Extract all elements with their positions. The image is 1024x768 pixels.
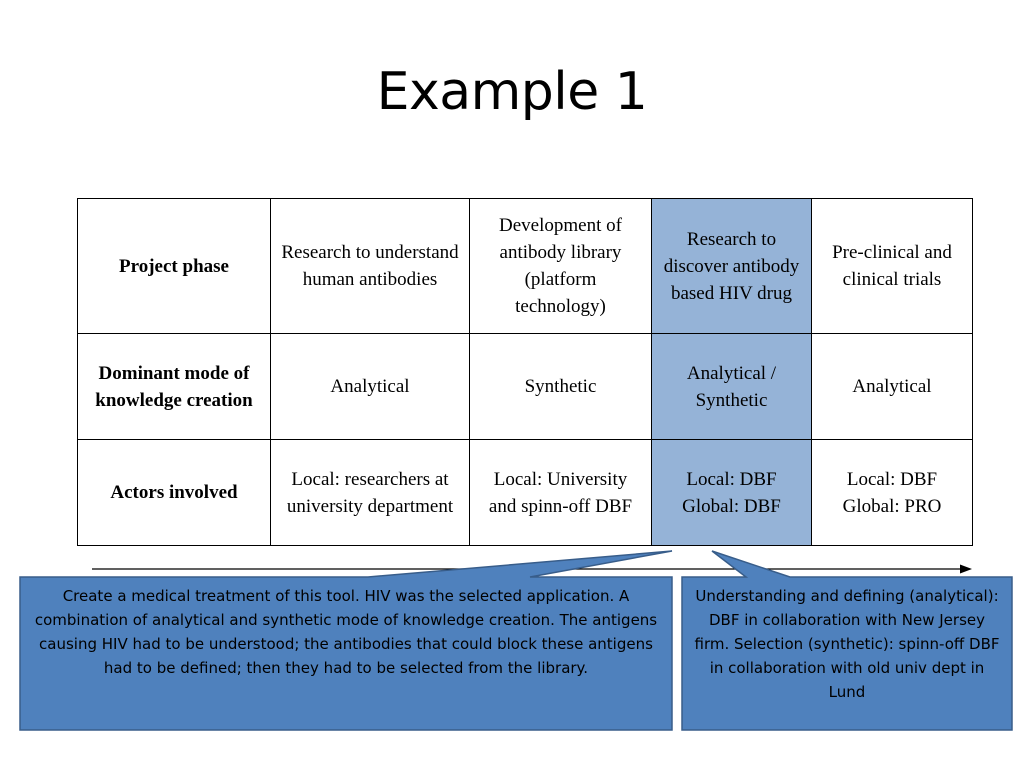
table-cell: Pre-clinical and clinical trials	[811, 198, 973, 334]
row-header-dominant-mode: Dominant mode of knowledge creation	[77, 333, 271, 440]
table-cell: Development of antibody library (platfor…	[469, 198, 652, 334]
table-cell: Analytical	[811, 333, 973, 440]
timeline-arrow	[92, 564, 972, 574]
table-cell-highlighted: Analytical / Synthetic	[651, 333, 812, 440]
table-cell: Synthetic	[469, 333, 652, 440]
table-cell: Local: University and spinn-off DBF	[469, 439, 652, 546]
table-cell: Local: DBF Global: PRO	[811, 439, 973, 546]
table-row: Actors involved Local: researchers at un…	[77, 439, 973, 546]
right-callout-text: Understanding and defining (analytical):…	[694, 587, 1000, 701]
project-phase-table: Project phase Research to understand hum…	[77, 198, 973, 546]
table-cell: Analytical	[270, 333, 470, 440]
row-header-actors-involved: Actors involved	[77, 439, 271, 546]
row-header-project-phase: Project phase	[77, 198, 271, 334]
slide-title: Example 1	[376, 62, 648, 122]
table-row: Dominant mode of knowledge creation Anal…	[77, 333, 973, 440]
table-cell: Local: researchers at university departm…	[270, 439, 470, 546]
left-callout-text: Create a medical treatment of this tool.…	[34, 587, 658, 677]
table-cell: Research to understand human antibodies	[270, 198, 470, 334]
table-row: Project phase Research to understand hum…	[77, 198, 973, 334]
table-cell-highlighted: Research to discover antibody based HIV …	[651, 198, 812, 334]
table-cell-highlighted: Local: DBF Global: DBF	[651, 439, 812, 546]
